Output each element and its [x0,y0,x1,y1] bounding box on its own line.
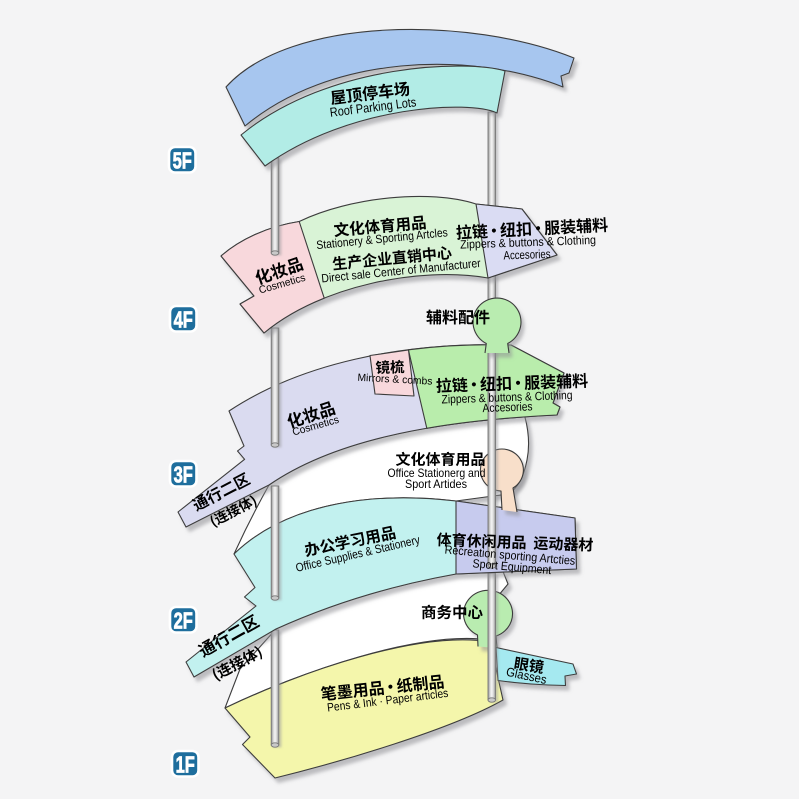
svg-text:Zippers & buttons & Clothing: Zippers & buttons & Clothing [460,233,596,252]
svg-text:Mirrors & combs: Mirrors & combs [357,372,433,388]
svg-text:3F: 3F [174,463,193,488]
svg-text:2F: 2F [174,609,193,634]
svg-text:4F: 4F [174,308,193,333]
svg-text:Zippers & buttons & Clothing: Zippers & buttons & Clothing [441,388,572,407]
svg-text:Office Stationerg and: Office Stationerg and [388,466,486,480]
svg-text:Accesories: Accesories [503,247,550,263]
svg-text:1F: 1F [176,753,195,778]
svg-text:Sport Equipment: Sport Equipment [472,556,553,577]
svg-text:Accesories: Accesories [482,399,532,415]
svg-text:5F: 5F [173,149,192,174]
svg-text:Sport Artides: Sport Artides [405,477,467,491]
